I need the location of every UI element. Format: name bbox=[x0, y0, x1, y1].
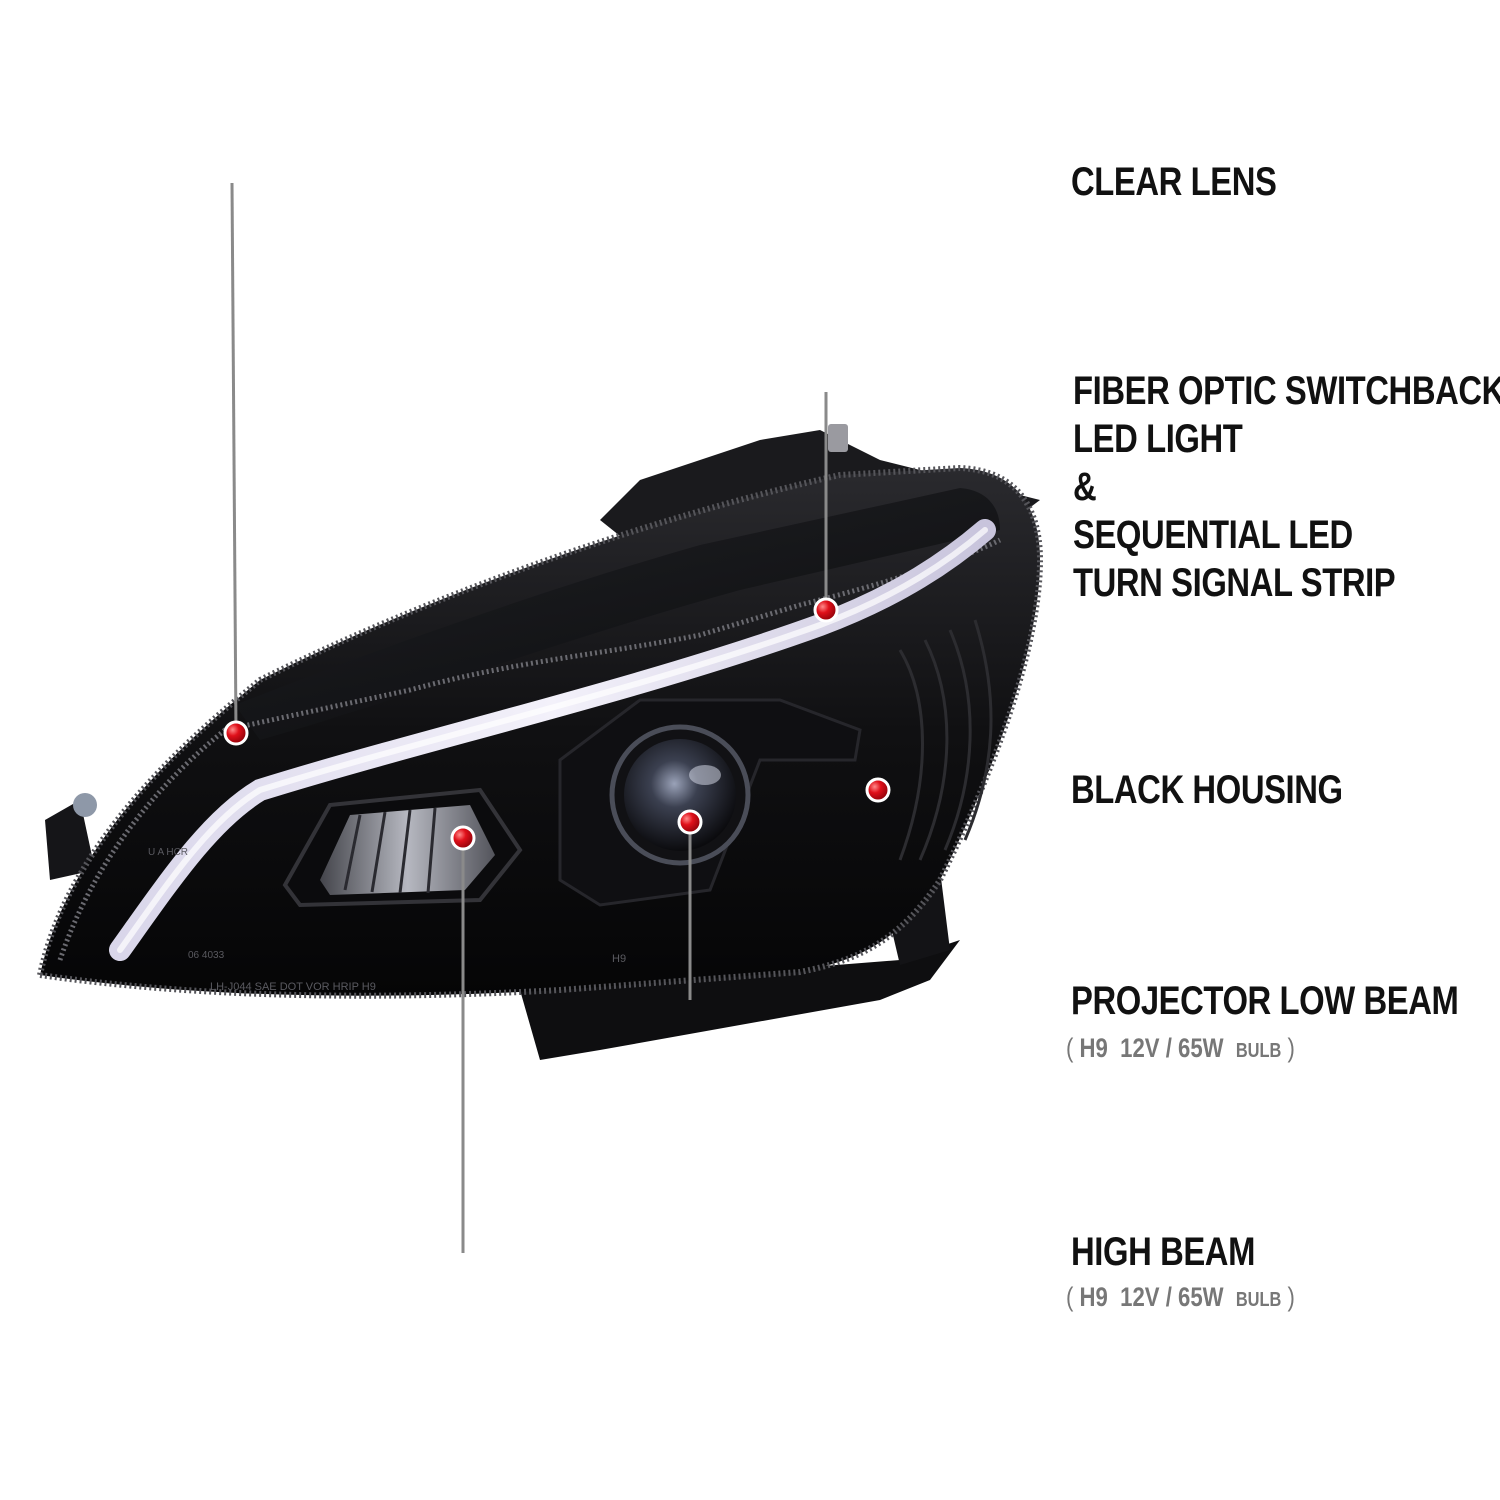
clear-lens-region bbox=[235, 488, 1000, 740]
spec-bulb: H9 bbox=[1079, 1033, 1108, 1063]
spec-high-beam: ( H9 12V / 65W BULB ) bbox=[1066, 1281, 1295, 1316]
label-high-beam: HIGH BEAM bbox=[1071, 1228, 1255, 1276]
reflector-ribs bbox=[343, 807, 437, 894]
housing-bulb-marking: H9 bbox=[612, 953, 626, 965]
headlight-assembly: LH-J044 SAE DOT VOR HRIP H9 H9 06 4033 U… bbox=[36, 424, 1044, 1060]
label-fiber-optic: FIBER OPTIC SWITCHBACK LED LIGHT & SEQUE… bbox=[1073, 367, 1500, 607]
spec-open: ( bbox=[1066, 1033, 1074, 1063]
marker-projector bbox=[677, 809, 703, 835]
led-strip-glow bbox=[117, 527, 988, 953]
spec-close: ) bbox=[1287, 1282, 1295, 1312]
label-line: & bbox=[1073, 465, 1097, 509]
high-beam-reflector bbox=[320, 805, 495, 895]
spec-projector-low-beam: ( H9 12V / 65W BULB ) bbox=[1066, 1032, 1295, 1067]
marker-fiber-optic bbox=[813, 597, 839, 623]
label-line: PROJECTOR LOW BEAM bbox=[1071, 979, 1459, 1023]
marker-high-beam bbox=[450, 825, 476, 851]
projector-lens bbox=[624, 739, 736, 851]
label-line: LED LIGHT bbox=[1073, 417, 1243, 461]
label-line: CLEAR LENS bbox=[1071, 160, 1277, 204]
left-screw bbox=[73, 793, 97, 817]
label-line: FIBER OPTIC SWITCHBACK bbox=[1073, 369, 1500, 413]
spec-unit: BULB bbox=[1235, 1289, 1282, 1311]
marker-clear-lens bbox=[223, 720, 249, 746]
housing-small-marking: U A HCR bbox=[148, 847, 188, 858]
leader-clear-lens bbox=[230, 182, 238, 734]
spec-unit: BULB bbox=[1235, 1040, 1282, 1062]
spec-bulb: H9 bbox=[1079, 1282, 1108, 1312]
label-line: HIGH BEAM bbox=[1071, 1230, 1256, 1274]
spec-rating: 12V / 65W bbox=[1120, 1282, 1224, 1312]
spec-close: ) bbox=[1287, 1033, 1295, 1063]
housing-part-marking: LH-J044 SAE DOT VOR HRIP H9 bbox=[210, 981, 376, 993]
label-projector-low-beam: PROJECTOR LOW BEAM bbox=[1071, 977, 1459, 1025]
leader-lines bbox=[230, 181, 1060, 1255]
label-black-housing: BLACK HOUSING bbox=[1071, 766, 1343, 814]
housing-fins bbox=[898, 619, 993, 861]
housing-body bbox=[36, 464, 1044, 999]
label-line: TURN SIGNAL STRIP bbox=[1073, 561, 1396, 605]
callout-markers bbox=[223, 597, 891, 851]
projector-highlight bbox=[689, 765, 721, 785]
housing-code-marking: 06 4033 bbox=[188, 950, 225, 961]
label-line: BLACK HOUSING bbox=[1071, 768, 1343, 812]
marker-black-housing bbox=[865, 777, 891, 803]
mounting-post bbox=[828, 424, 848, 452]
spec-open: ( bbox=[1066, 1282, 1074, 1312]
spec-rating: 12V / 65W bbox=[1120, 1033, 1224, 1063]
left-tab bbox=[45, 800, 95, 880]
label-clear-lens: CLEAR LENS bbox=[1071, 158, 1277, 206]
label-line: SEQUENTIAL LED bbox=[1073, 513, 1353, 557]
